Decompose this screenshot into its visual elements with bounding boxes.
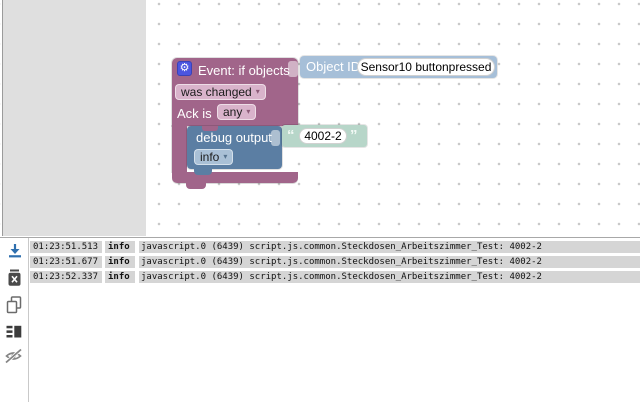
change-type-value: was changed [181, 85, 252, 99]
ack-label: Ack is [177, 106, 212, 121]
log-message: javascript.0 (6439) script.js.common.Ste… [139, 241, 640, 253]
clear-log-trash-icon[interactable] [7, 269, 22, 287]
event-block[interactable]: ⚙ Event: if objects was changed ▾ Ack is… [172, 58, 298, 126]
debug-block-title: debug output [196, 130, 272, 145]
text-field[interactable]: 4002-2 [299, 128, 347, 144]
debug-output-block[interactable]: debug output info ▾ [187, 126, 282, 169]
blockly-workspace[interactable]: ⚙ Event: if objects was changed ▾ Ack is… [0, 0, 640, 237]
hide-log-eye-slash-icon[interactable] [4, 348, 23, 364]
copy-log-icon[interactable] [6, 296, 22, 314]
log-severity: info [105, 256, 135, 268]
next-connector-notch [186, 182, 206, 189]
open-quote-icon: “ [287, 127, 295, 144]
download-log-icon[interactable] [7, 243, 23, 259]
log-rows: 01:23:51.513 info javascript.0 (6439) sc… [30, 241, 640, 286]
log-time: 01:23:51.677 [30, 256, 102, 268]
ack-dropdown[interactable]: any ▾ [217, 104, 257, 120]
next-connector-notch [194, 168, 212, 175]
chevron-down-icon: ▾ [223, 152, 228, 161]
log-level-dropdown[interactable]: info ▾ [194, 149, 234, 165]
object-id-field[interactable]: Sensor10 buttonpressed [357, 58, 495, 76]
value-connector-tab [271, 130, 280, 146]
text-block[interactable]: “ 4002-2 ” [282, 125, 367, 147]
log-message: javascript.0 (6439) script.js.common.Ste… [139, 256, 640, 268]
log-row: 01:23:51.513 info javascript.0 (6439) sc… [30, 241, 640, 253]
log-level-value: info [200, 150, 220, 164]
log-severity: info [105, 241, 135, 253]
log-toolbar [0, 238, 29, 402]
change-type-dropdown[interactable]: was changed ▾ [175, 84, 266, 100]
log-time: 01:23:51.513 [30, 241, 102, 253]
statement-connector-notch [202, 126, 218, 131]
log-severity: info [105, 271, 135, 283]
value-connector-tab [288, 61, 298, 77]
event-block-title: Event: if objects [198, 63, 290, 78]
object-id-label: Object ID [306, 59, 361, 74]
log-time: 01:23:52.337 [30, 271, 102, 283]
chevron-down-icon: ▾ [246, 107, 251, 116]
log-row: 01:23:51.677 info javascript.0 (6439) sc… [30, 256, 640, 268]
event-block-statement-wall[interactable] [172, 125, 187, 173]
log-message: javascript.0 (6439) script.js.common.Ste… [139, 271, 640, 283]
event-block-bottom[interactable] [172, 172, 298, 183]
object-id-block[interactable]: Object ID Sensor10 buttonpressed [300, 56, 497, 78]
ack-value: any [223, 105, 243, 119]
log-row: 01:23:52.337 info javascript.0 (6439) sc… [30, 271, 640, 283]
toolbox-panel [2, 0, 146, 236]
mutator-gear-icon[interactable]: ⚙ [177, 61, 192, 76]
log-panel: 01:23:51.513 info javascript.0 (6439) sc… [0, 237, 640, 402]
chevron-down-icon: ▾ [255, 87, 260, 96]
log-columns-icon[interactable] [6, 325, 22, 339]
close-quote-icon: ” [350, 127, 358, 144]
